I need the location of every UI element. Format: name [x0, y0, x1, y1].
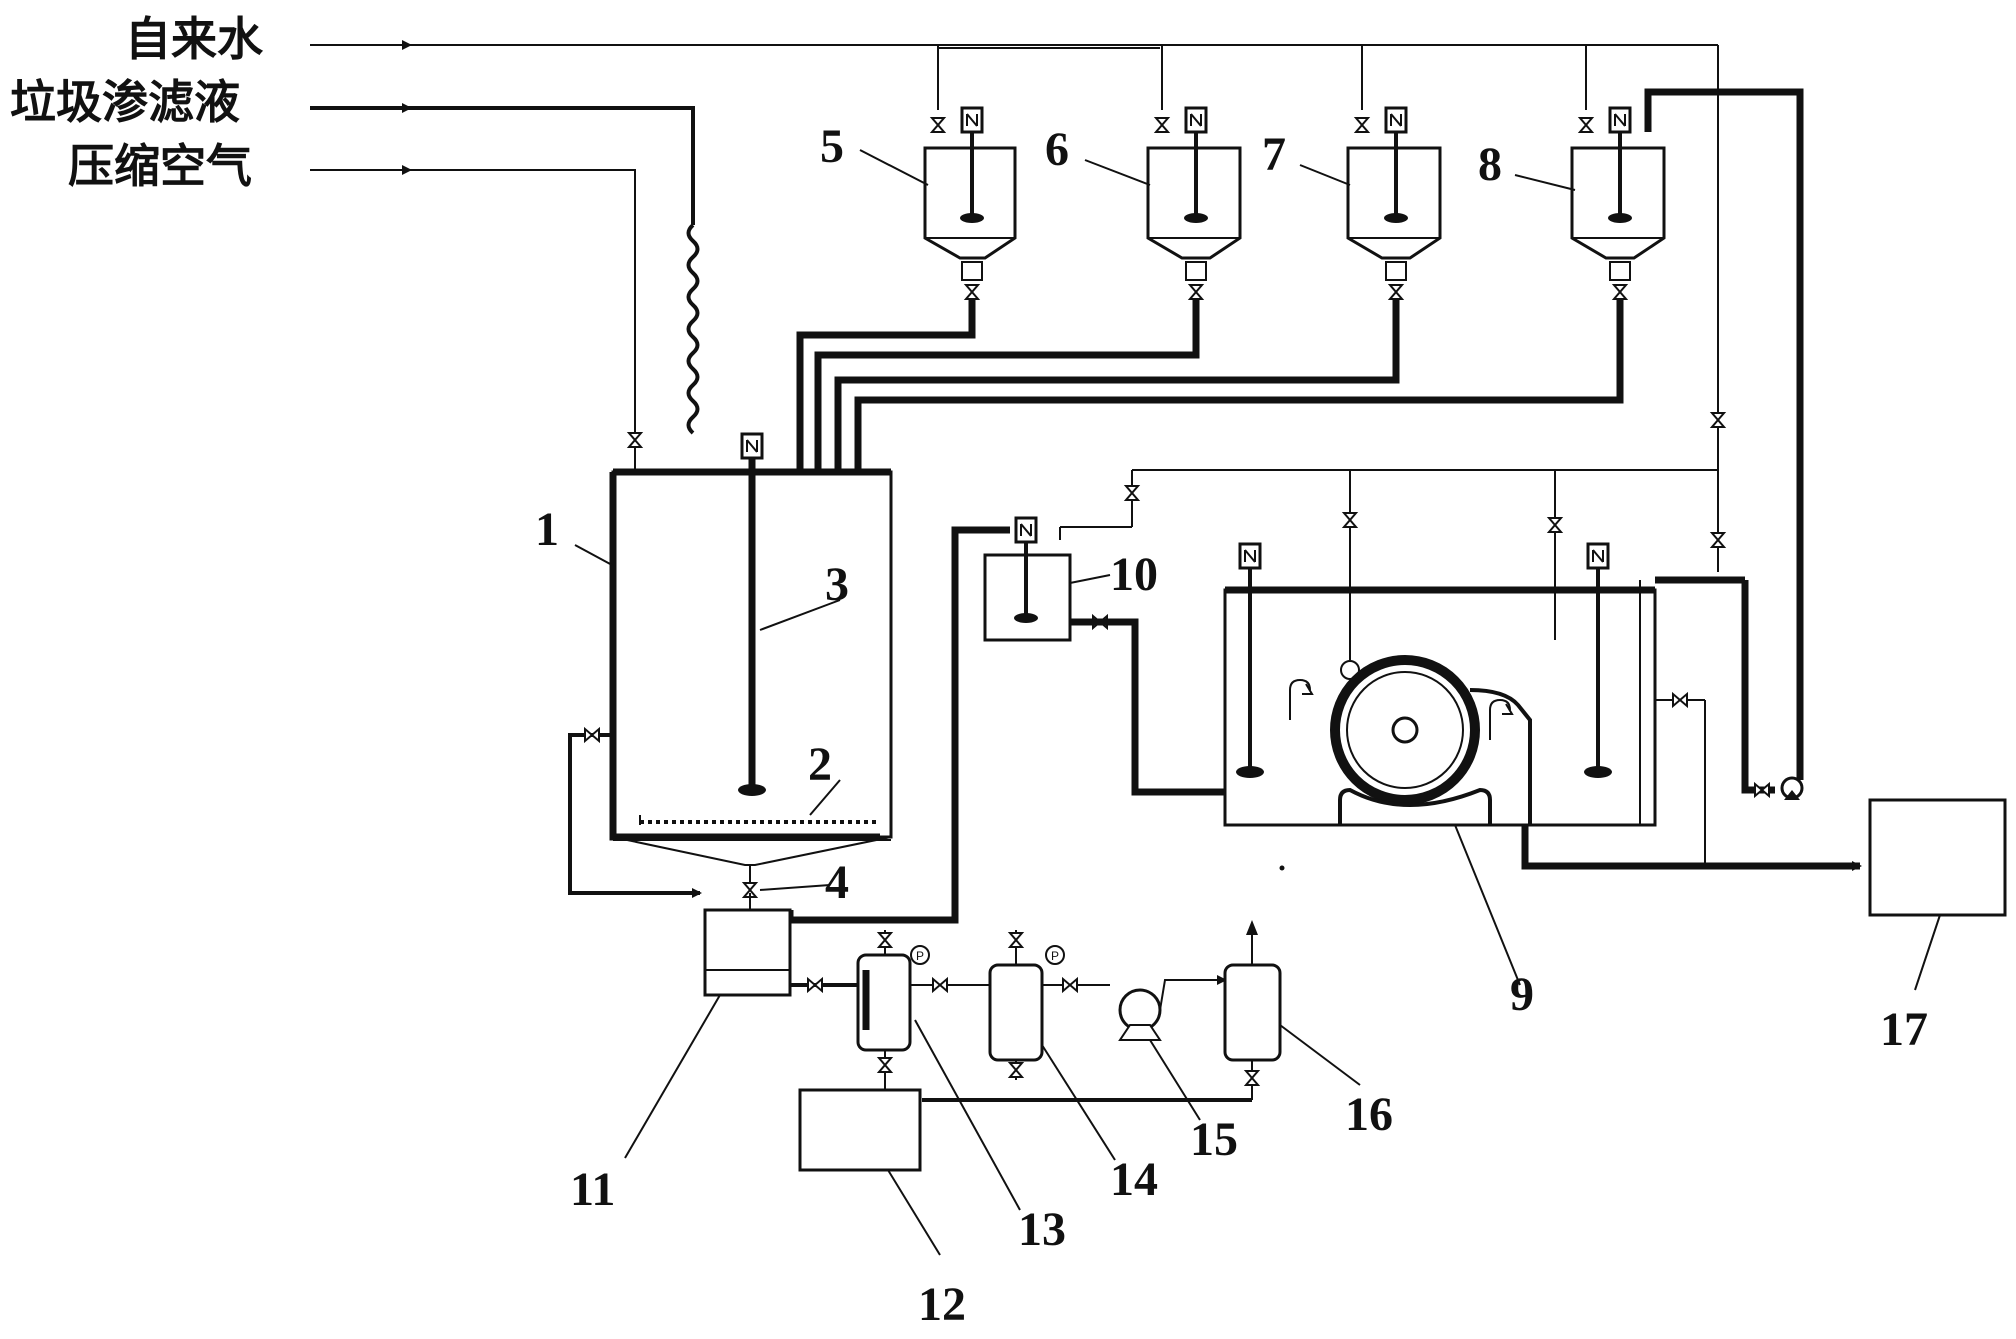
- label-10: 10: [1110, 548, 1158, 601]
- label-13: 13: [1018, 1203, 1066, 1256]
- label-2: 2: [808, 738, 832, 791]
- label-16: 16: [1345, 1088, 1393, 1141]
- label-7: 7: [1262, 128, 1286, 181]
- agitator-3: [738, 432, 766, 796]
- dosing-tank-7: [834, 106, 1442, 472]
- gauge-p-13: P: [916, 949, 924, 963]
- label-9: 9: [1510, 968, 1534, 1021]
- label-5: 5: [820, 120, 844, 173]
- label-14: 14: [1110, 1153, 1158, 1206]
- dosing-tank-8: [854, 106, 1666, 472]
- return-line-to-8: [1644, 88, 1804, 780]
- leachate-label: 垃圾渗滤液: [10, 75, 240, 129]
- label-15: 15: [1190, 1113, 1238, 1166]
- label-6: 6: [1045, 123, 1069, 176]
- leachate-line: [310, 103, 700, 435]
- label-11: 11: [570, 1163, 615, 1216]
- tank-17: [1868, 798, 2007, 917]
- tank-11: [703, 893, 792, 997]
- aerator-2: [639, 815, 880, 825]
- tank-12: [798, 1088, 922, 1172]
- label-8: 8: [1478, 138, 1502, 191]
- label-3: 3: [825, 558, 849, 611]
- label-12: 12: [918, 1278, 966, 1331]
- gauge-p-14: P: [1051, 949, 1059, 963]
- compressed-air-line: [310, 165, 645, 816]
- return-pump: [1754, 776, 1804, 800]
- label-1: 1: [535, 503, 559, 556]
- label-4: 4: [825, 856, 849, 909]
- label-17: 17: [1880, 1003, 1928, 1056]
- dosing-tank-6: [814, 106, 1242, 472]
- tap-water-label: 自来水: [125, 12, 264, 66]
- reaction-basin-9: [1223, 540, 1862, 871]
- filtration-chain: P P: [790, 920, 1282, 1102]
- leader-lines: [574, 149, 1941, 1256]
- compressed-air-label: 压缩空气: [68, 139, 252, 193]
- dosing-tank-5: [796, 106, 1017, 472]
